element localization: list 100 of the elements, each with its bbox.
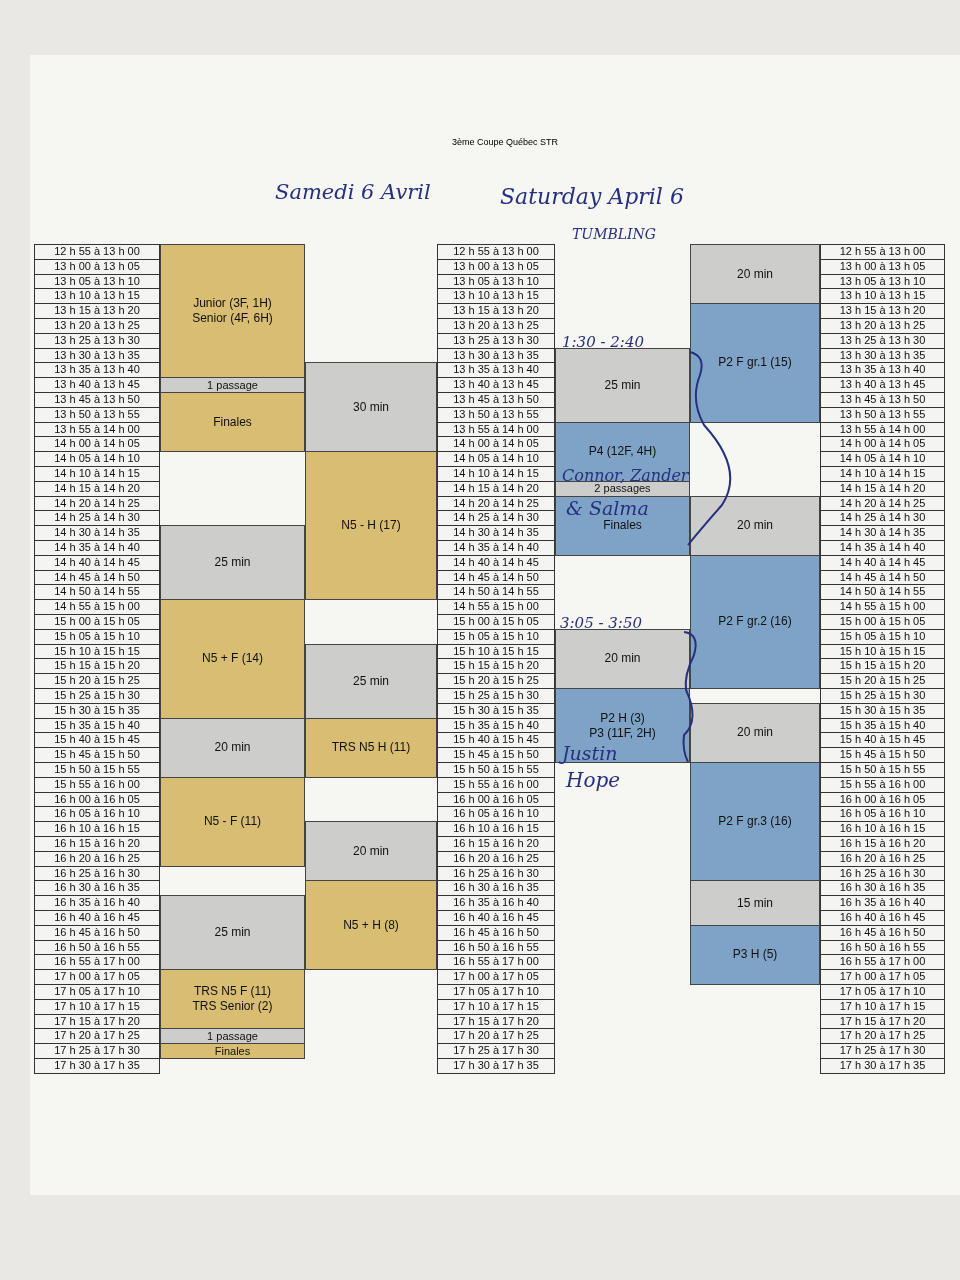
time-slot: 14 h 05 à 14 h 10: [34, 451, 160, 467]
block-label: 2 passages: [594, 482, 651, 497]
block-label: Senior (4F, 6H): [192, 311, 273, 327]
time-slot: 12 h 55 à 13 h 00: [820, 244, 945, 260]
time-slot: 16 h 30 à 16 h 35: [437, 880, 555, 897]
time-slot: 15 h 15 à 15 h 20: [820, 658, 945, 675]
time-slot: 16 h 05 à 16 h 10: [437, 806, 555, 823]
time-slot: 14 h 35 à 14 h 40: [34, 540, 160, 556]
time-slot: 16 h 10 à 16 h 15: [820, 821, 945, 837]
time-slot: 13 h 15 à 13 h 20: [437, 303, 555, 319]
block-label: P3 (11F, 2H): [589, 725, 656, 741]
time-slot: 16 h 55 à 17 h 00: [437, 954, 555, 971]
block-label: 25 min: [604, 377, 641, 393]
block-label: TRS N5 F (11): [193, 984, 272, 1000]
block-label: 15 min: [737, 895, 773, 911]
time-slot: 17 h 20 à 17 h 25: [437, 1028, 555, 1045]
handwritten-note: & Salma: [566, 497, 649, 519]
time-slot: 15 h 00 à 15 h 05: [34, 614, 160, 630]
block-label: 1 passage: [207, 377, 258, 393]
handwritten-note: Connor, Zander: [562, 466, 689, 485]
handwritten-heading: Saturday April 6: [500, 184, 684, 209]
block-label: N5 + F (14): [202, 651, 263, 667]
block-label: 20 min: [353, 843, 389, 859]
time-slot: 14 h 25 à 14 h 30: [820, 510, 945, 527]
time-slot: 13 h 40 à 13 h 45: [437, 377, 555, 393]
time-slot: 16 h 35 à 16 h 40: [34, 895, 160, 911]
time-slot: 13 h 45 à 13 h 50: [437, 392, 555, 408]
time-slot: 15 h 25 à 15 h 30: [820, 688, 945, 704]
time-slot: 16 h 30 à 16 h 35: [820, 880, 945, 897]
block-label: TRS Senior (2): [192, 999, 273, 1015]
block-label: P2 F gr.3 (16): [718, 814, 792, 830]
time-slot: 15 h 15 à 15 h 20: [34, 658, 160, 675]
time-slot: 13 h 10 à 13 h 15: [820, 288, 945, 305]
time-slot: 16 h 10 à 16 h 15: [437, 821, 555, 837]
time-slot: 16 h 05 à 16 h 10: [820, 806, 945, 823]
time-slot: 14 h 35 à 14 h 40: [820, 540, 945, 556]
time-slot: 15 h 40 à 15 h 45: [437, 732, 555, 749]
time-slot: 17 h 05 à 17 h 10: [820, 984, 945, 1000]
time-slot: 14 h 50 à 14 h 55: [34, 584, 160, 601]
time-slot: 16 h 30 à 16 h 35: [34, 880, 160, 897]
block-label: Finales: [213, 414, 252, 430]
block-label: 20 min: [737, 266, 773, 282]
time-slot: 15 h 40 à 15 h 45: [34, 732, 160, 749]
time-slot: 14 h 50 à 14 h 55: [820, 584, 945, 601]
time-slot: 14 h 25 à 14 h 30: [34, 510, 160, 527]
time-slot: 13 h 35 à 13 h 40: [820, 362, 945, 379]
time-slot: 15 h 45 à 15 h 50: [437, 747, 555, 763]
time-slot: 14 h 00 à 14 h 05: [437, 436, 555, 453]
block-label: N5 + H (8): [343, 917, 399, 933]
block-label: 25 min: [214, 925, 251, 941]
time-slot: 13 h 40 à 13 h 45: [34, 377, 160, 393]
time-slot: 17 h 30 à 17 h 35: [437, 1058, 555, 1074]
block-label: P3 H (5): [732, 947, 778, 963]
time-slot: 12 h 55 à 13 h 00: [437, 244, 555, 260]
time-slot: 16 h 35 à 16 h 40: [437, 895, 555, 911]
block-label: N5 - F (11): [203, 814, 262, 830]
block-label: Junior (3F, 1H): [193, 296, 272, 312]
time-slot: 15 h 40 à 15 h 45: [820, 732, 945, 749]
time-slot: 15 h 50 à 15 h 55: [820, 762, 945, 778]
block-label: P4 (12F, 4H): [588, 444, 657, 460]
time-slot: 15 h 25 à 15 h 30: [437, 688, 555, 704]
time-slot: 14 h 55 à 15 h 00: [34, 599, 160, 615]
time-slot: 17 h 00 à 17 h 05: [437, 969, 555, 985]
time-slot: 17 h 05 à 17 h 10: [34, 984, 160, 1000]
time-slot: 14 h 25 à 14 h 30: [437, 510, 555, 527]
time-slot: 16 h 05 à 16 h 10: [34, 806, 160, 823]
time-slot: 17 h 00 à 17 h 05: [34, 969, 160, 985]
block-label: P2 F gr.1 (15): [718, 355, 792, 371]
block-label: 20 min: [737, 518, 773, 534]
time-slot: 16 h 15 à 16 h 20: [437, 836, 555, 852]
time-slot: 13 h 10 à 13 h 15: [34, 288, 160, 305]
time-slot: 17 h 25 à 17 h 30: [820, 1043, 945, 1059]
time-slot: 17 h 00 à 17 h 05: [820, 969, 945, 985]
block-label: 25 min: [214, 555, 251, 571]
time-slot: 12 h 55 à 13 h 00: [34, 244, 160, 260]
time-slot: 16 h 40 à 16 h 45: [437, 910, 555, 926]
block-label: 20 min: [737, 725, 773, 741]
time-slot: 15 h 20 à 15 h 25: [34, 673, 160, 689]
time-slot: 16 h 40 à 16 h 45: [820, 910, 945, 926]
title: 3ème Coupe Québec STR: [450, 137, 560, 149]
handwritten-note: 3:05 - 3:50: [560, 614, 642, 632]
block-label: 20 min: [214, 740, 251, 756]
handwritten-note: 1:30 - 2:40: [562, 333, 644, 351]
time-slot: 13 h 40 à 13 h 45: [820, 377, 945, 393]
time-slot: 14 h 10 à 14 h 15: [34, 466, 160, 482]
time-slot: 17 h 25 à 17 h 30: [34, 1043, 160, 1059]
time-slot: 16 h 55 à 17 h 00: [820, 954, 945, 971]
time-slot: 14 h 10 à 14 h 15: [820, 466, 945, 482]
time-slot: 13 h 20 à 13 h 25: [437, 318, 555, 334]
time-slot: 13 h 20 à 13 h 25: [34, 318, 160, 334]
time-slot: 16 h 35 à 16 h 40: [820, 895, 945, 911]
time-slot: 13 h 45 à 13 h 50: [820, 392, 945, 408]
time-slot: 16 h 40 à 16 h 45: [34, 910, 160, 926]
block-label: TRS N5 H (11): [331, 740, 411, 756]
time-slot: 14 h 05 à 14 h 10: [437, 451, 555, 467]
time-slot: 17 h 30 à 17 h 35: [820, 1058, 945, 1074]
block-label: Finales: [603, 518, 642, 534]
time-slot: 15 h 00 à 15 h 05: [437, 614, 555, 630]
time-slot: 14 h 35 à 14 h 40: [437, 540, 555, 556]
block-label: P2 H (3): [600, 710, 645, 726]
